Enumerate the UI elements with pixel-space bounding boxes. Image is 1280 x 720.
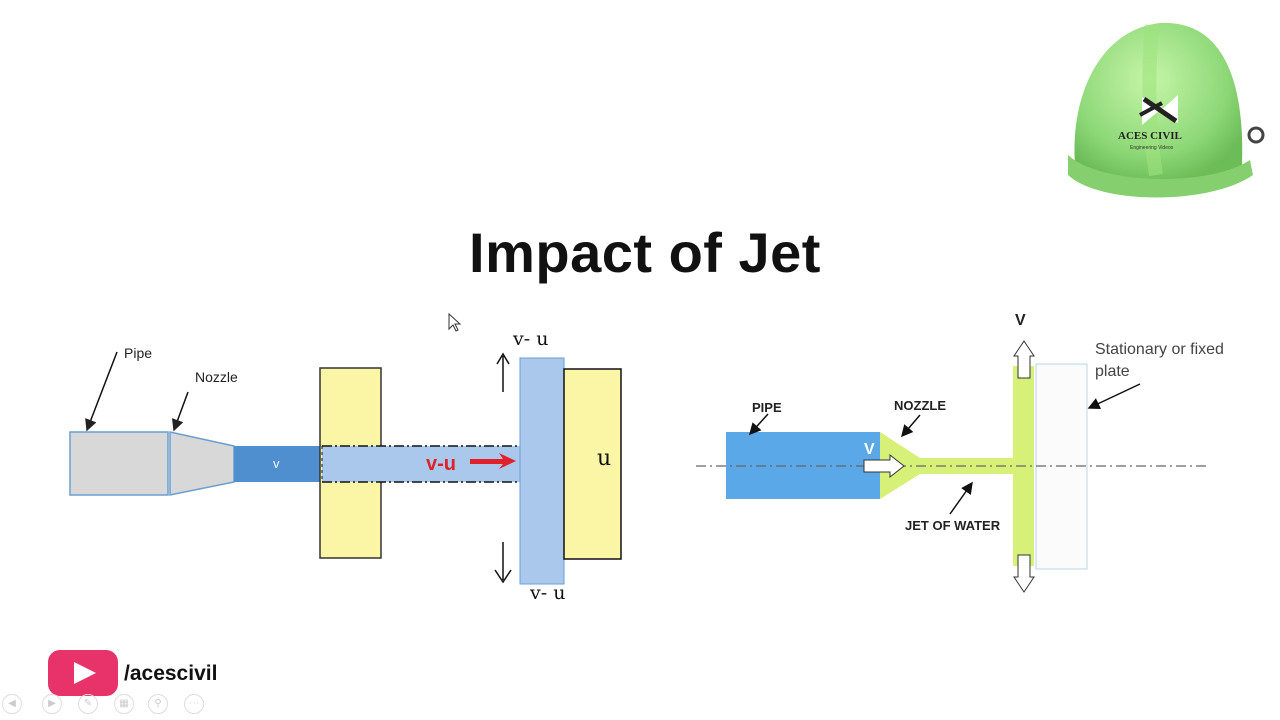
- pipe: [69, 431, 169, 496]
- bottom-deflection-label: v- u: [530, 582, 566, 604]
- left-jet-diagram: [69, 351, 622, 585]
- logo-subtext: Engineering Videos: [1130, 145, 1174, 151]
- nozzle-jet: [880, 432, 1015, 499]
- right-top-velocity-label: V: [1015, 312, 1026, 329]
- relative-velocity-arrow: [470, 453, 516, 469]
- slide-title: Impact of Jet: [469, 221, 821, 284]
- mouse-cursor-icon: [448, 313, 462, 332]
- downward-arrow: [1013, 554, 1035, 593]
- zoom-icon[interactable]: ⚲: [148, 694, 168, 714]
- relative-velocity-label: v-u: [426, 453, 456, 475]
- pen-tool-icon[interactable]: ✎: [78, 694, 98, 714]
- right-jet-velocity-label: V: [864, 441, 875, 458]
- plate-back-yellow: [563, 368, 622, 560]
- fixed-plate-label-line2: plate: [1095, 363, 1130, 380]
- more-options-icon[interactable]: ⋯: [184, 694, 204, 714]
- nozzle: [169, 431, 235, 496]
- jet-dark-segment: [234, 446, 322, 482]
- fixed-plate-label-line1: Stationary or fixed: [1095, 341, 1224, 358]
- jet-of-water-label: JET OF WATER: [905, 518, 1001, 533]
- jet-arrow: [863, 453, 905, 479]
- pipe-label: Pipe: [124, 345, 153, 361]
- prev-slide-icon[interactable]: ◀: [2, 694, 22, 714]
- moving-plate-final: [519, 357, 565, 585]
- aces-civil-helmet-logo: [1068, 22, 1265, 198]
- right-pipe-label: PIPE: [752, 400, 782, 415]
- upward-arrow: [1013, 340, 1035, 379]
- nozzle-label: Nozzle: [195, 369, 238, 385]
- jet-velocity-label: v: [273, 456, 280, 471]
- right-nozzle-label: NOZZLE: [894, 398, 946, 413]
- plate-velocity-label: u: [597, 446, 612, 471]
- next-slide-icon[interactable]: ▶: [42, 694, 62, 714]
- channel-handle: /acescivil: [124, 662, 218, 685]
- video-channel-icon: [48, 650, 118, 696]
- slides-grid-icon[interactable]: ▦: [114, 694, 134, 714]
- right-jet-diagram: [696, 340, 1210, 593]
- logo-text: ACES CIVIL: [1118, 130, 1182, 142]
- top-deflection-label: v- u: [513, 328, 549, 350]
